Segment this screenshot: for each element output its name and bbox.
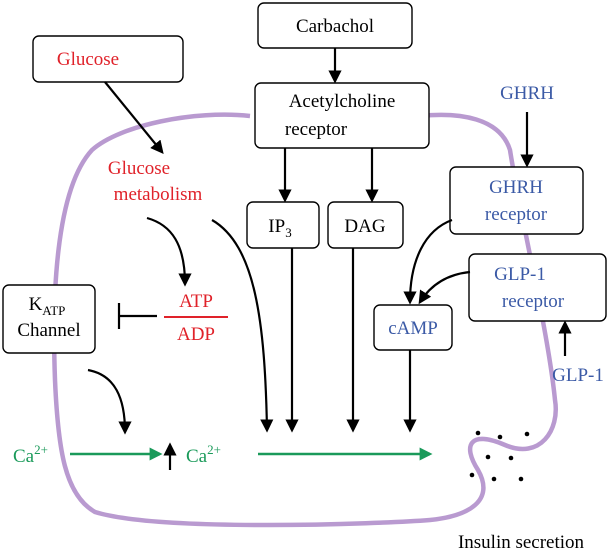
ach-receptor-label-1: Acetylcholine [289, 91, 396, 112]
ip3-label: IP3 [268, 216, 291, 240]
glucose-metabolism-label-1: Glucose [108, 158, 170, 179]
inhibition-atp-to-katp [117, 303, 157, 329]
granule [475, 430, 481, 436]
dag-label: DAG [344, 216, 385, 237]
katp-label: KATP [29, 294, 66, 318]
arrow-metabolism-to-atp [146, 216, 192, 287]
ca-left-label: Ca2+ [13, 442, 48, 467]
ca-right-superscript: 2+ [207, 442, 221, 457]
katp-channel-box [2, 284, 96, 354]
ca-right-label: Ca2+ [186, 442, 221, 467]
katp-channel-label: Channel [17, 320, 80, 341]
granule [508, 455, 514, 461]
ca-left-superscript: 2+ [34, 442, 48, 457]
arrow-glp1-receptor-to-camp [418, 270, 471, 305]
arrow-katp-to-calcium [87, 368, 132, 435]
glp1-receptor-box [468, 253, 607, 322]
carbachol-label: Carbachol [296, 16, 374, 37]
katp-subscript: ATP [42, 303, 65, 318]
glucose-label: Glucose [57, 49, 119, 70]
camp-box [373, 304, 453, 351]
atp-label: ATP [179, 291, 213, 312]
granule [491, 476, 497, 482]
granule [518, 476, 524, 482]
ghrh-label: GHRH [500, 83, 554, 104]
arrow-ghrh-receptor-to-camp [403, 218, 453, 305]
adp-label: ADP [177, 324, 215, 345]
ghrh-receptor-box [449, 166, 584, 235]
insulin-secretion-label: Insulin secretion [458, 532, 585, 553]
glp1-label: GLP-1 [552, 365, 604, 386]
glp1-receptor-label-1: GLP-1 [494, 264, 546, 285]
glucose-box [32, 35, 184, 83]
acetylcholine-receptor-box [254, 82, 430, 149]
ghrh-receptor-label-1: GHRH [489, 177, 543, 198]
ghrh-receptor-label-2: receptor [485, 204, 548, 225]
ip3-subscript: 3 [285, 225, 292, 240]
granule [485, 454, 491, 460]
camp-label: cAMP [388, 318, 438, 339]
arrow-glucose-to-metabolism [104, 81, 164, 155]
glucose-metabolism-label-2: metabolism [114, 184, 203, 205]
granule [524, 431, 530, 437]
glp1-receptor-label-2: receptor [502, 291, 565, 312]
ach-receptor-label-2: receptor [285, 119, 348, 140]
granule [497, 434, 503, 440]
insulin-granules [469, 430, 530, 482]
arrow-metabolism-to-calcium [211, 219, 274, 433]
granule [469, 472, 475, 478]
